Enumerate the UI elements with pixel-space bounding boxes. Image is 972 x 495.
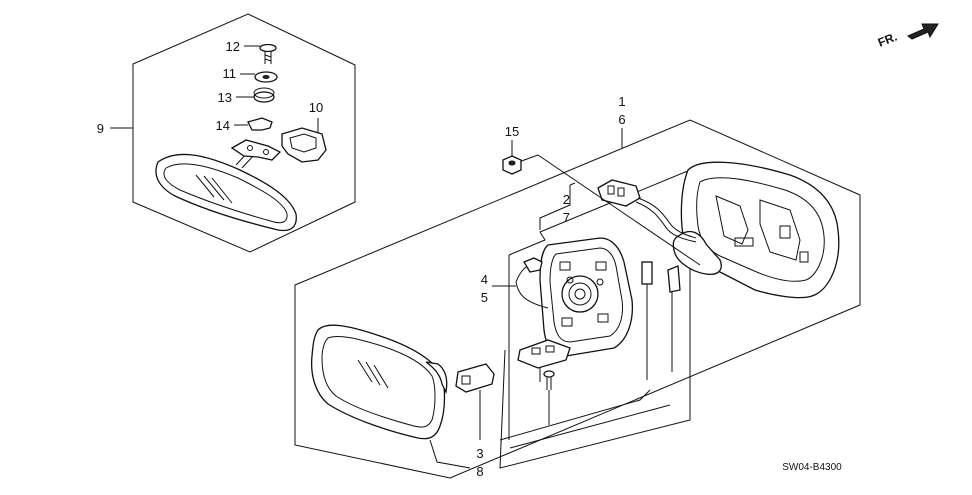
door-mirror-glass	[310, 324, 448, 440]
spring-nut	[236, 87, 275, 103]
door-mirror-group-box	[294, 119, 861, 479]
callout-4: 4	[481, 272, 488, 287]
callout-13: 13	[218, 90, 232, 105]
mirror-screw	[543, 370, 555, 425]
mirror-actuator	[515, 237, 634, 357]
callout-12: 12	[226, 39, 240, 54]
washer	[240, 71, 278, 83]
clip	[234, 117, 273, 131]
callout-2: 2	[563, 192, 570, 207]
mirror-stay	[230, 139, 282, 169]
interior-mirror-group-box	[132, 13, 356, 253]
callout-5: 5	[481, 290, 488, 305]
harness-connector	[597, 179, 697, 243]
trim-strips	[641, 261, 681, 380]
direction-label: FR.	[876, 30, 899, 50]
callout-14: 14	[216, 118, 230, 133]
callout-7: 7	[563, 210, 570, 225]
callout-8: 8	[476, 464, 483, 479]
callout-9: 9	[97, 121, 104, 136]
stay-cover	[281, 118, 327, 163]
callout-15: 15	[505, 124, 519, 139]
front-direction-indicator: FR.	[876, 23, 939, 50]
interior-mirror	[155, 153, 297, 232]
nut	[502, 140, 522, 175]
arrow-right-icon	[907, 23, 939, 40]
mirror-housing	[672, 161, 840, 299]
screw	[244, 43, 277, 64]
callout-3: 3	[476, 446, 483, 461]
drawing-code: SW04-B4300	[782, 462, 842, 473]
callout-10: 10	[309, 100, 323, 115]
side-turn-lamp	[455, 363, 495, 440]
callout-1: 1	[618, 94, 625, 109]
callout-11: 11	[223, 66, 237, 81]
callout-6: 6	[618, 112, 625, 127]
mirror-bracket	[517, 339, 571, 382]
